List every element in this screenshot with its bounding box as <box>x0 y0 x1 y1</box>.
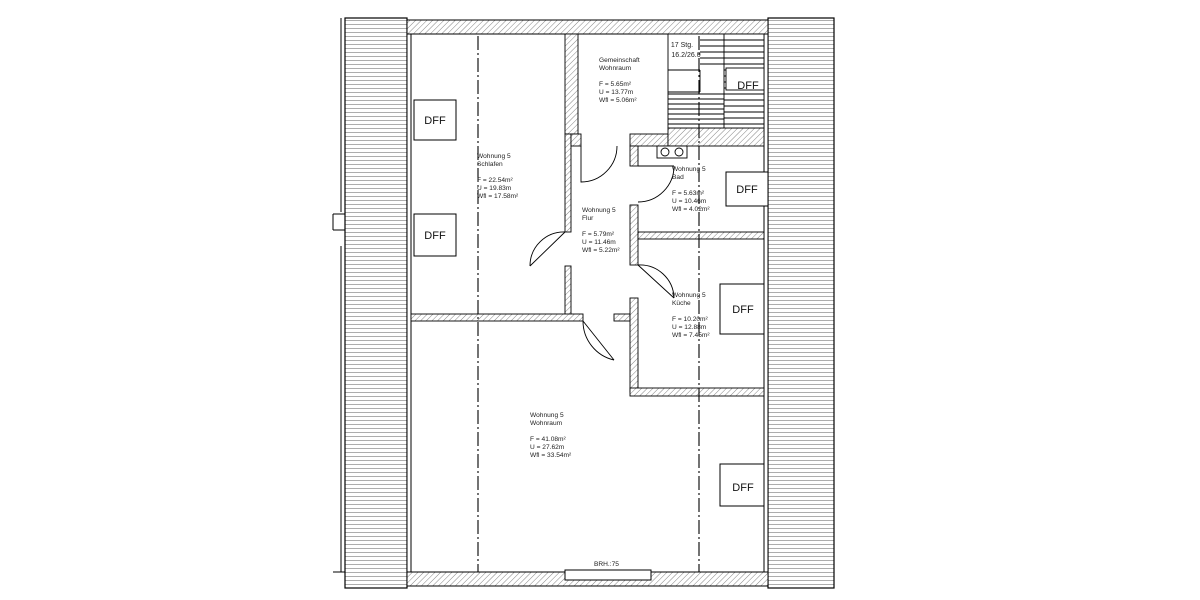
room-type: Schlafen <box>477 161 503 168</box>
door-schlafen <box>529 231 566 267</box>
room-flur: Wohnung 5 Flur F = 5.79m² U = 11.46m Wfl… <box>582 207 620 254</box>
door-kueche <box>637 264 675 299</box>
room-area: F = 41.08m² <box>530 436 567 443</box>
room-area: F = 5.63m² <box>672 190 705 197</box>
room-perimeter: U = 13.77m <box>599 89 634 96</box>
room-name: Wohnung 5 <box>582 207 616 214</box>
room-name: Wohnung 5 <box>477 153 511 160</box>
skylights <box>413 99 769 507</box>
skylight-4 <box>719 283 765 335</box>
skylight-label: DFF <box>424 115 446 127</box>
skylight-label: DFF <box>736 184 758 196</box>
room-perimeter: U = 19.83m <box>477 185 512 192</box>
axis-lines <box>477 36 700 572</box>
skylight-label: DFF <box>732 304 754 316</box>
doors <box>529 145 675 361</box>
room-type: Flur <box>582 215 594 222</box>
room-gemeinschaft: Gemeinschaft Wohnraum F = 5.65m² U = 13.… <box>599 57 640 104</box>
door-gemeinschaft <box>580 145 618 183</box>
room-name: Wohnung 5 <box>672 292 706 299</box>
stair-count: 17 Stg. <box>671 42 693 49</box>
room-type: Wohnraum <box>530 420 563 427</box>
skylight-5 <box>719 463 765 507</box>
window-sill-height: BRH.:75 <box>594 561 619 568</box>
stair-ratio: 16.2/26.0 <box>671 52 700 59</box>
skylight-label: DFF <box>732 482 754 494</box>
room-type: Wohnraum <box>599 65 632 72</box>
room-area: F = 5.65m² <box>599 81 632 88</box>
room-perimeter: U = 10.46m <box>672 198 707 205</box>
outer-walls <box>406 19 769 587</box>
room-name: Wohnung 5 <box>672 166 706 173</box>
room-area: F = 5.79m² <box>582 231 615 238</box>
room-living-area: Wfl = 33.54m² <box>530 452 572 459</box>
room-perimeter: U = 27.62m <box>530 444 565 451</box>
cooktop <box>656 145 688 159</box>
skylight-label: DFF <box>737 80 759 92</box>
door-wohnraum <box>582 320 615 361</box>
skylight-1 <box>413 99 457 141</box>
room-living-area: Wfl = 17.58m² <box>477 193 519 200</box>
skylight-2 <box>413 213 457 257</box>
staircase <box>667 33 765 129</box>
skylight-3 <box>725 171 769 207</box>
room-living-area: Wfl = 5.06m² <box>599 97 637 104</box>
room-wohnraum: Wohnung 5 Wohnraum F = 41.08m² U = 27.62… <box>530 412 572 459</box>
room-area: F = 10.20m² <box>672 316 709 323</box>
room-area: F = 22.54m² <box>477 177 514 184</box>
right-roof-slope <box>767 17 835 589</box>
room-name: Gemeinschaft <box>599 57 640 64</box>
room-schlafen: Wohnung 5 Schlafen F = 22.54m² U = 19.83… <box>477 153 519 200</box>
window-opening <box>564 569 652 581</box>
skylight-label: DFF <box>424 230 446 242</box>
room-name: Wohnung 5 <box>530 412 564 419</box>
left-roof-slope <box>332 17 408 589</box>
room-living-area: Wfl = 5.22m² <box>582 247 620 254</box>
room-bad: Wohnung 5 Bad F = 5.63m² U = 10.46m Wfl … <box>672 166 710 213</box>
room-type: Küche <box>672 300 691 307</box>
inner-walls <box>410 33 765 397</box>
room-living-area: Wfl = 7.45m² <box>672 332 710 339</box>
room-perimeter: U = 12.88m <box>672 324 707 331</box>
room-type: Bad <box>672 174 684 181</box>
room-perimeter: U = 11.46m <box>582 239 616 246</box>
room-living-area: Wfl = 4.02m² <box>672 206 710 213</box>
room-kueche: Wohnung 5 Küche F = 10.20m² U = 12.88m W… <box>672 292 710 339</box>
